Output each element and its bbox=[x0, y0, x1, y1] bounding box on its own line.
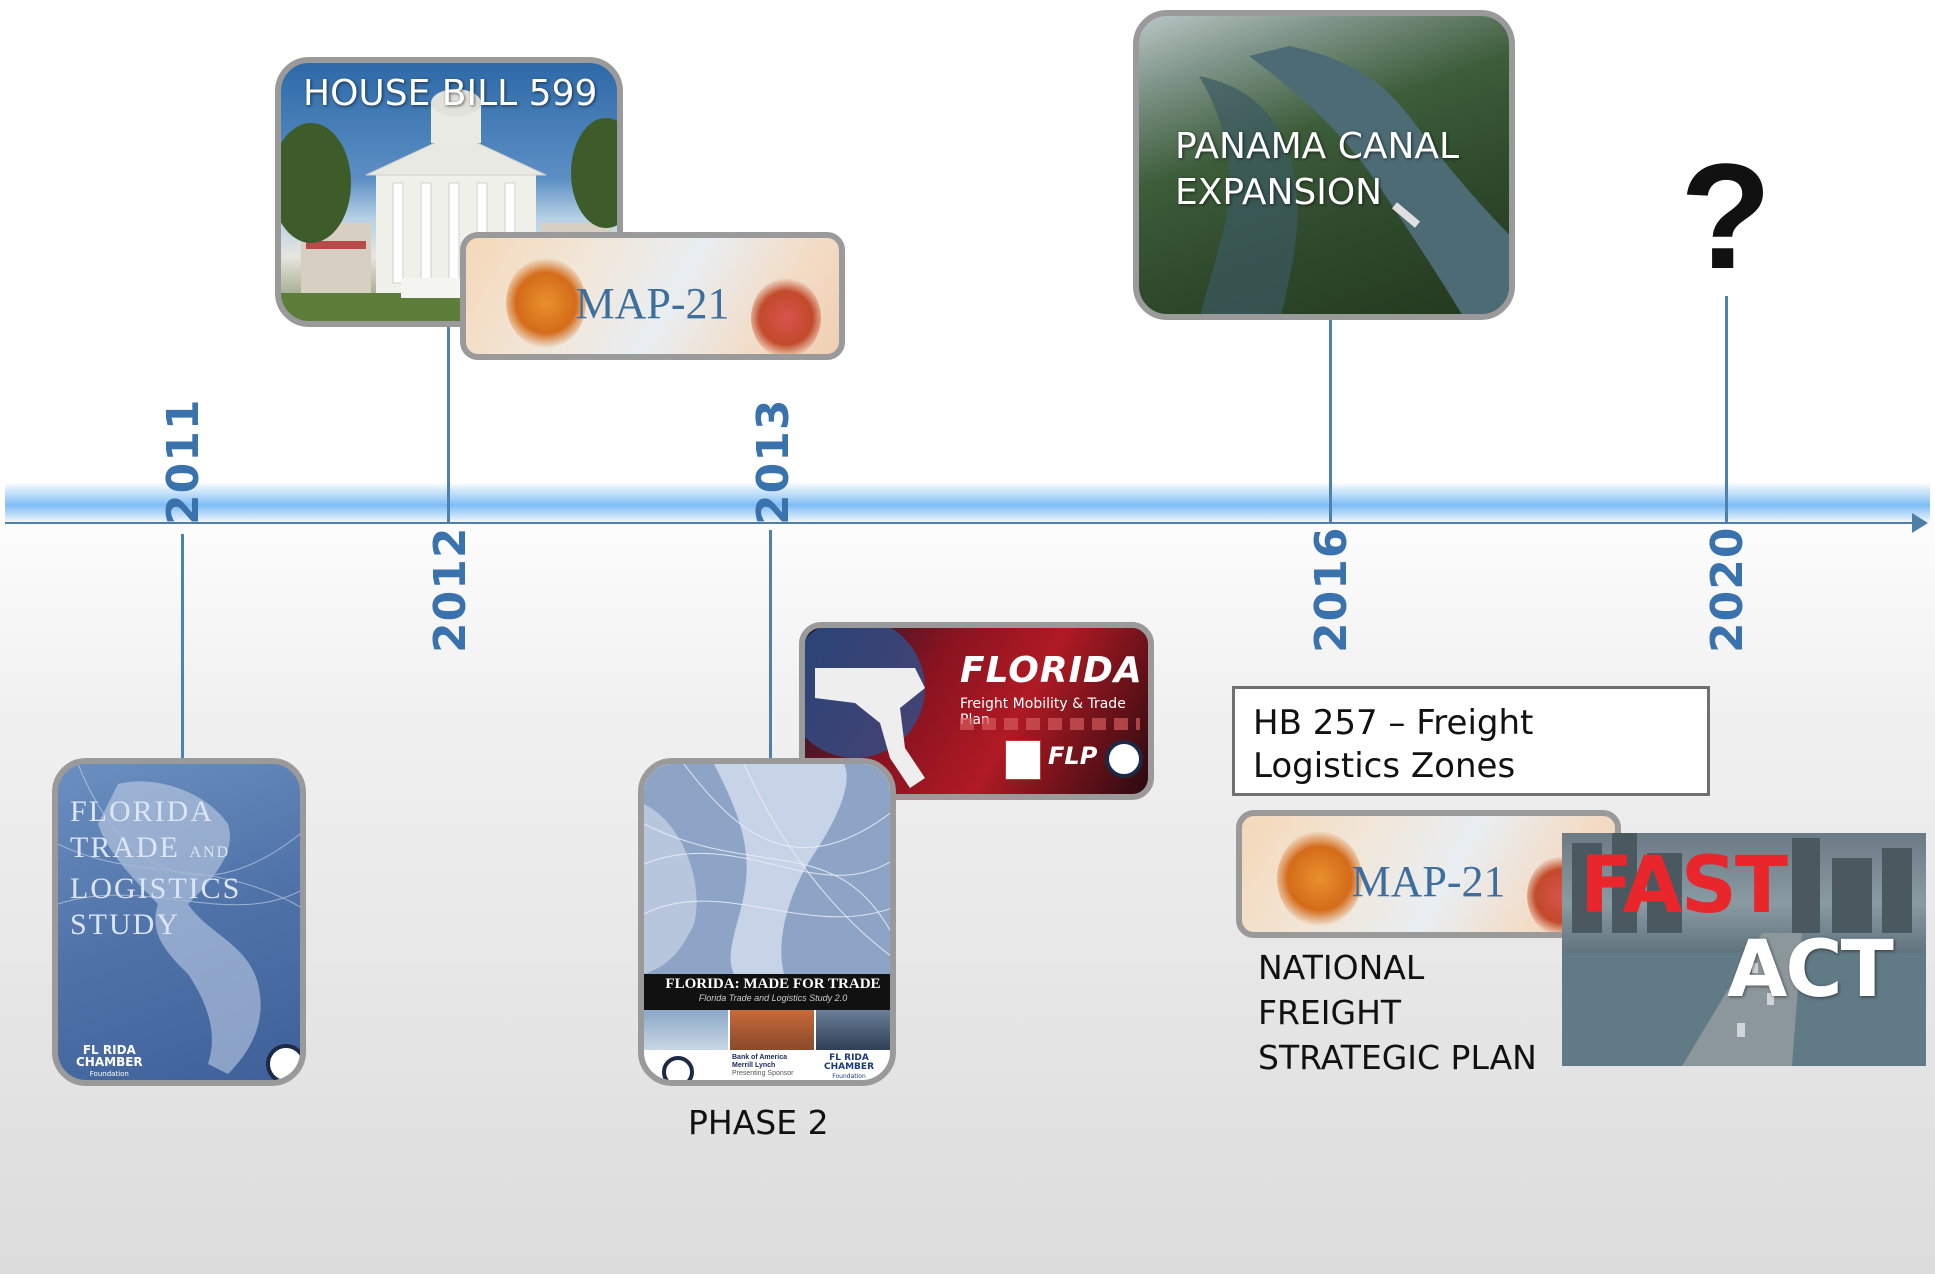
national-plan-line1: NATIONAL bbox=[1258, 948, 1425, 987]
year-label-2013: 2013 bbox=[748, 398, 799, 525]
sponsor-line1: Bank of America bbox=[732, 1054, 787, 1061]
chamber-logo-line2: CHAMBER bbox=[824, 1062, 874, 1072]
panama-title-line2: EXPANSION bbox=[1175, 172, 1383, 213]
connector-2013 bbox=[769, 530, 772, 760]
fdot-seal-icon bbox=[266, 1044, 300, 1080]
bank-of-america-sponsor: Bank of America Merrill Lynch Presenting… bbox=[732, 1054, 793, 1078]
freight-mobility-plan-card: FLORIDA Freight Mobility & Trade Plan FL… bbox=[799, 622, 1154, 800]
fast-act-word2: ACT bbox=[1727, 925, 1894, 1015]
study-title-line3: LOGISTICS bbox=[70, 872, 242, 905]
timeline-arrow-icon bbox=[1912, 513, 1928, 533]
chamber-logo-line1: FL RIDA bbox=[82, 1043, 136, 1057]
people-photo bbox=[816, 1010, 890, 1050]
fast-act-word1: FAST bbox=[1580, 841, 1788, 931]
phase2-title-band: FLORIDA: MADE FOR TRADE Florida Trade an… bbox=[644, 974, 890, 1010]
americas-map-icon bbox=[58, 764, 300, 1074]
national-plan-line3: STRATEGIC PLAN bbox=[1258, 1038, 1537, 1077]
port-photo bbox=[730, 1010, 814, 1050]
fmtp-title: FLORIDA bbox=[960, 650, 1143, 691]
national-freight-plan-caption: NATIONAL FREIGHT STRATEGIC PLAN bbox=[1258, 945, 1537, 1080]
chamber-logo-line2: CHAMBER bbox=[76, 1055, 143, 1069]
worker-image bbox=[751, 278, 821, 354]
fmtp-mode-icons bbox=[960, 718, 1140, 730]
panama-title-line1: PANAMA CANAL bbox=[1175, 126, 1460, 167]
worker-image bbox=[1277, 831, 1362, 926]
phase2-cover-subtitle: Florida Trade and Logistics Study 2.0 bbox=[698, 993, 848, 1003]
connector-2011 bbox=[181, 534, 184, 758]
fdot-seal-icon bbox=[1105, 740, 1143, 778]
fast-act-image: FAST ACT bbox=[1562, 833, 1926, 1066]
study-title: FLORIDA TRADE AND LOGISTICS STUDY bbox=[70, 794, 241, 943]
capitol-building-icon bbox=[281, 89, 617, 321]
hb257-line1: HB 257 – Freight bbox=[1253, 703, 1534, 743]
phase2-cover-title: FLORIDA: MADE FOR TRADE bbox=[665, 976, 881, 992]
connector-2016 bbox=[1329, 318, 1332, 522]
chamber-logo: FL RIDA CHAMBER Foundation bbox=[824, 1054, 874, 1081]
florida-globe-icon bbox=[805, 628, 925, 788]
hb257-line2: Logistics Zones bbox=[1253, 746, 1516, 786]
trade-logistics-study-card: FLORIDA TRADE AND LOGISTICS STUDY FL RID… bbox=[52, 758, 306, 1086]
worker-image bbox=[506, 258, 586, 348]
year-label-2011: 2011 bbox=[158, 398, 209, 525]
hb257-box: HB 257 – Freight Logistics Zones bbox=[1232, 686, 1710, 796]
canal-river-icon bbox=[1199, 46, 1509, 314]
year-label-2016: 2016 bbox=[1306, 526, 1357, 653]
city-bridge-icon bbox=[1562, 833, 1926, 1066]
timeline-axis bbox=[5, 522, 1923, 524]
sponsor-line2: Merrill Lynch bbox=[732, 1062, 776, 1069]
chamber-logo-line1: FL RIDA bbox=[829, 1053, 869, 1063]
fmtp-cover-thumb bbox=[1005, 740, 1041, 780]
panama-canal-card: PANAMA CANAL EXPANSION bbox=[1133, 10, 1515, 320]
phase2-caption: PHASE 2 bbox=[688, 1103, 829, 1142]
map21-label-bottom: MAP-21 bbox=[1351, 857, 1506, 906]
phase2-photo-strip bbox=[644, 1010, 890, 1050]
map21-label-top: MAP-21 bbox=[575, 279, 730, 328]
future-question-mark: ? bbox=[1680, 132, 1772, 300]
connector-2020 bbox=[1725, 296, 1728, 522]
chamber-logo-line3: Foundation bbox=[832, 1073, 866, 1080]
study-title-line2: TRADE AND bbox=[70, 830, 241, 871]
chamber-logo: FL RIDA CHAMBER Foundation bbox=[76, 1044, 143, 1080]
year-label-2012: 2012 bbox=[425, 526, 476, 653]
study-title-and: AND bbox=[189, 844, 231, 861]
house-bill-title: HOUSE BILL 599 bbox=[303, 73, 598, 114]
flp-logo: FLP bbox=[1048, 742, 1098, 770]
map21-card-2012: MAP-21 bbox=[460, 232, 845, 360]
study-title-line4: STUDY bbox=[70, 908, 181, 941]
airplane-photo bbox=[644, 1010, 728, 1050]
timeline-axis-glow bbox=[5, 482, 1930, 524]
study-title-trade: TRADE bbox=[70, 831, 180, 864]
fdot-seal-icon bbox=[662, 1056, 694, 1080]
connector-2012 bbox=[447, 320, 450, 522]
house-bill-599-card: HOUSE BILL 599 bbox=[275, 57, 623, 327]
study-title-line1: FLORIDA bbox=[70, 795, 215, 828]
year-label-2020: 2020 bbox=[1702, 526, 1753, 653]
phase2-study-card: FLORIDA: MADE FOR TRADE Florida Trade an… bbox=[638, 758, 896, 1086]
sponsor-line3: Presenting Sponsor bbox=[732, 1070, 794, 1077]
shipping-routes-map-icon bbox=[644, 764, 890, 974]
chamber-logo-line3: Foundation bbox=[89, 1070, 129, 1078]
national-plan-line2: FREIGHT bbox=[1258, 993, 1402, 1032]
